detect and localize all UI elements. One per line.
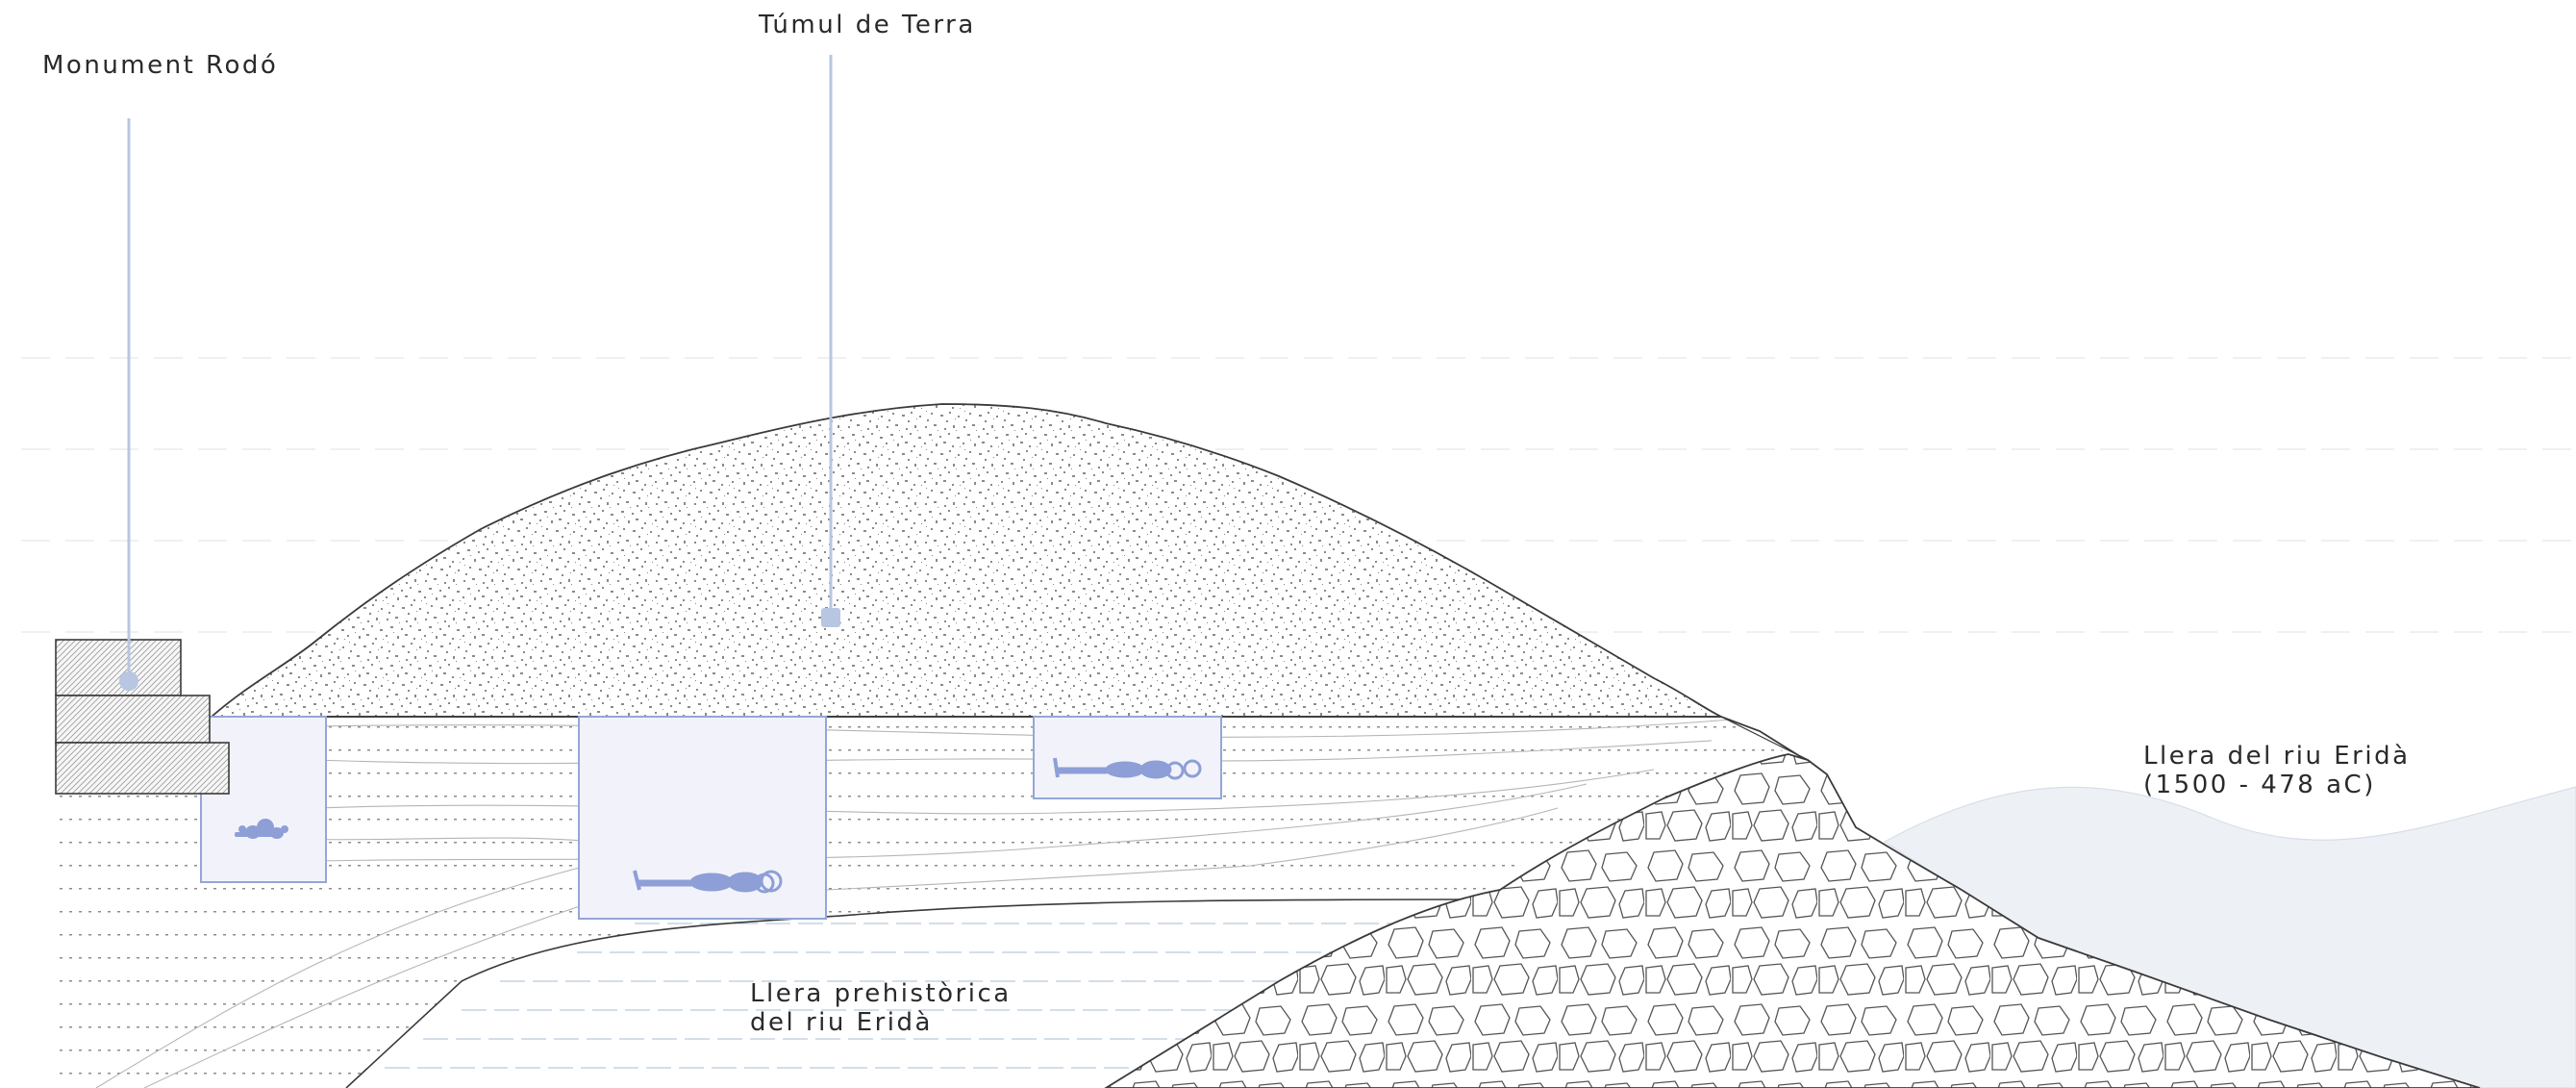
label-monument-rodo: Monument Rodó bbox=[42, 51, 279, 80]
crouched-skeleton-icon bbox=[235, 819, 288, 839]
label-prehistoric-river: Llera prehistòrica del riu Eridà bbox=[750, 979, 1012, 1037]
burial-pit-left bbox=[200, 716, 327, 883]
label-prehistoric-line1: Llera prehistòrica bbox=[750, 979, 1012, 1008]
tumulus-marker bbox=[821, 608, 840, 627]
label-tumulus: Túmul de Terra bbox=[759, 11, 976, 39]
label-river-bed-dates: (1500 - 478 aC) bbox=[2143, 771, 2376, 799]
label-river-bed-name: Llera del riu Eridà bbox=[2143, 742, 2411, 771]
prehistoric-river-layer bbox=[345, 898, 1500, 1088]
label-prehistoric-line2: del riu Eridà bbox=[750, 1008, 933, 1037]
burial-pit-center bbox=[578, 716, 827, 920]
tumulus-leader bbox=[821, 55, 840, 627]
strata-lines bbox=[95, 719, 1732, 1088]
monument-marker bbox=[119, 671, 138, 691]
extended-skeleton-icon bbox=[633, 870, 783, 894]
monument-rodo bbox=[55, 639, 230, 795]
embankment-inner-line bbox=[1720, 716, 1799, 756]
monument-leader bbox=[119, 118, 138, 691]
label-river-bed: Llera del riu Eridà (1500 - 478 aC) bbox=[2143, 742, 2411, 799]
extended-skeleton-icon bbox=[1053, 757, 1202, 780]
burial-pit-right bbox=[1033, 716, 1222, 799]
earth-tumulus bbox=[209, 403, 1722, 718]
river-water bbox=[1883, 786, 2576, 1088]
